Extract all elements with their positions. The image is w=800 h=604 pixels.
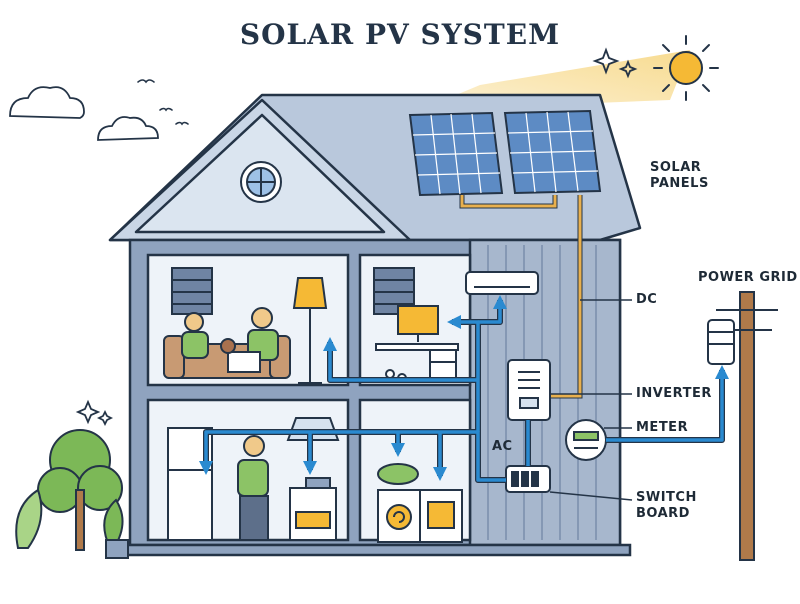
cloud-icon xyxy=(9,86,159,141)
living-room-window xyxy=(171,267,213,315)
meter-box xyxy=(565,419,607,461)
solar-panel-right xyxy=(503,109,602,195)
inverter-box xyxy=(507,359,551,421)
label-inverter: INVERTER xyxy=(636,386,712,401)
dryer xyxy=(419,489,463,543)
stove xyxy=(289,477,337,541)
label-switch-board-line2: BOARD xyxy=(636,506,690,521)
label-switch-board-line1: SWITCH xyxy=(636,490,697,505)
diagram-title: SOLAR PV SYSTEM xyxy=(239,18,561,51)
washing-machine xyxy=(377,463,421,543)
label-solar-panels: SOLAR PANELS xyxy=(650,160,709,192)
cook-person xyxy=(237,435,269,541)
label-power-grid: POWER GRID xyxy=(698,270,798,285)
label-meter: METER xyxy=(636,420,689,435)
label-dc: DC xyxy=(636,292,658,307)
tree-icon xyxy=(37,429,123,551)
label-ac: AC xyxy=(492,439,513,454)
sparkle-icon xyxy=(75,47,638,427)
switch-board-box xyxy=(505,465,551,493)
label-leaders xyxy=(549,299,633,501)
power-pole xyxy=(707,291,778,561)
label-solar-panels-line2: PANELS xyxy=(650,176,709,191)
desk-with-computer xyxy=(375,305,459,383)
bird-icon xyxy=(137,79,189,126)
people-on-sofa xyxy=(181,307,279,373)
label-solar-panels-line1: SOLAR xyxy=(650,160,702,175)
attic-window xyxy=(240,161,282,203)
solar-panel-left xyxy=(408,111,504,197)
air-conditioner xyxy=(465,271,539,295)
plant-icon xyxy=(15,488,129,559)
floor-lamp xyxy=(292,277,328,384)
label-switch-board: SWITCH BOARD xyxy=(636,490,697,522)
sun-icon xyxy=(653,35,719,101)
